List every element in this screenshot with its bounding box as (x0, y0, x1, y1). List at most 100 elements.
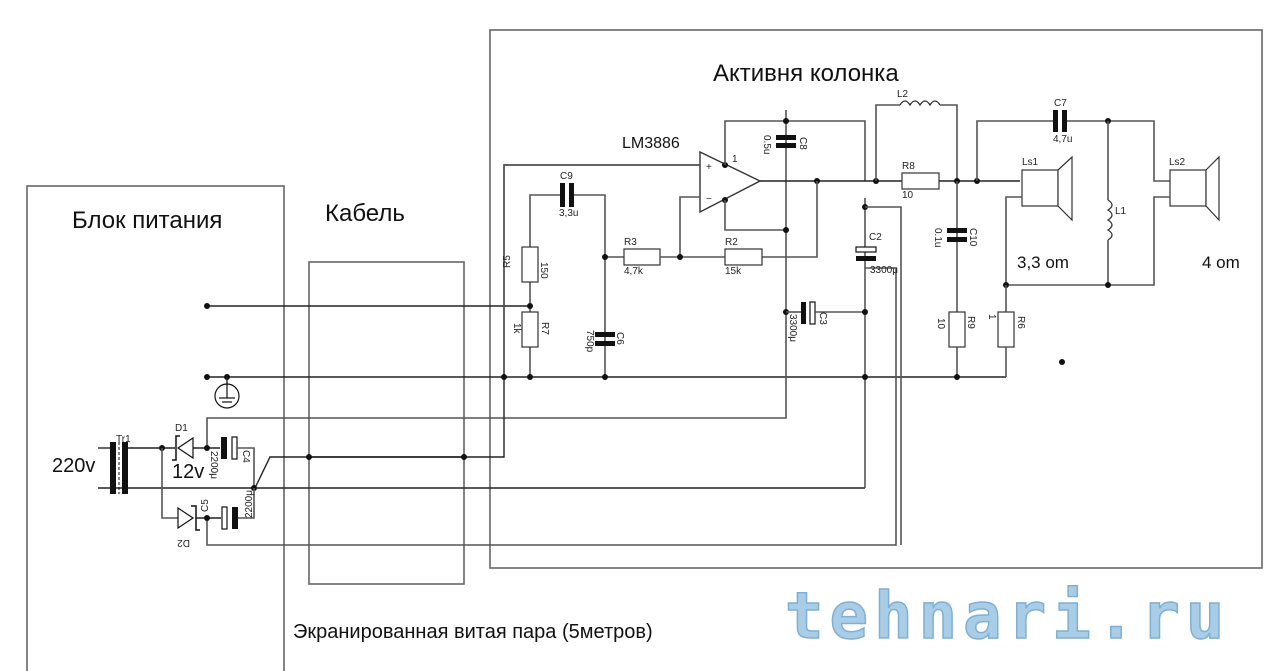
wire (1005, 196, 1022, 285)
junction (204, 445, 210, 451)
c3-value: 3300μ (787, 314, 798, 342)
capacitor-c7-icon (1053, 110, 1067, 132)
input-voltage-label: 220v (52, 455, 95, 477)
inductor-l1-icon (1106, 199, 1113, 241)
capacitor-c3-icon (801, 301, 816, 325)
capacitor-c10-icon (947, 228, 967, 242)
opamp-icon (699, 150, 762, 214)
wire (724, 120, 866, 181)
junction (783, 118, 789, 124)
stray-dot (1059, 359, 1065, 365)
c7-label: C7 (1054, 98, 1067, 109)
c3-label: C3 (817, 312, 828, 325)
capacitor-c2-icon (855, 246, 877, 261)
speaker-ls1-icon (1021, 155, 1073, 222)
junction (527, 374, 533, 380)
junction (783, 227, 789, 233)
resistor-r9 (948, 311, 966, 348)
wire (679, 196, 700, 257)
c8-value: 0.5u (761, 135, 772, 154)
junction (501, 374, 507, 380)
transformer-label: Tr1 (116, 434, 131, 445)
zener-diode-d1-icon (172, 435, 194, 461)
ls2-label: Ls2 (1169, 157, 1186, 168)
junction (602, 374, 608, 380)
wire (503, 164, 700, 377)
c4-label: C4 (240, 450, 251, 463)
wire (724, 200, 786, 231)
shield-wire (254, 164, 700, 489)
watermark: tehnari.ru (785, 580, 1230, 654)
resistor-r5 (521, 246, 539, 283)
c8-label: C8 (797, 137, 808, 150)
c7-value: 4,7u (1053, 134, 1072, 145)
wire (529, 194, 560, 377)
r3-value: 4,7k (624, 266, 644, 277)
r9-label: R9 (965, 316, 976, 329)
wire (976, 120, 1053, 181)
power-supply-box (26, 185, 285, 671)
l2-label: L2 (897, 89, 909, 100)
r5-value: 150 (538, 262, 549, 279)
wire (865, 206, 902, 545)
capacitor-c4-icon (221, 436, 238, 460)
ground-icon (214, 383, 240, 409)
capacitor-c6-icon (595, 332, 615, 346)
zener-voltage-label: 12v (172, 461, 204, 483)
cable-box (308, 261, 465, 585)
inductor-l2-icon (899, 100, 941, 107)
wire (238, 488, 255, 519)
junction (461, 454, 467, 460)
r6-value: 1 (986, 314, 997, 320)
active-speaker-title: Активня колонка (713, 60, 899, 87)
terminal-ground (204, 374, 210, 380)
resistor-r8 (901, 172, 940, 190)
r2-label: R2 (725, 237, 738, 248)
r6-label: R6 (1015, 316, 1026, 329)
c6-label: C6 (614, 332, 625, 345)
opamp-plus: + (706, 162, 712, 173)
ls1-label: Ls1 (1022, 157, 1039, 168)
junction (862, 374, 868, 380)
ls2-impedance: 4 om (1202, 253, 1240, 272)
wire (762, 181, 818, 258)
power-supply-title: Блок питания (72, 207, 222, 234)
r8-value: 10 (902, 190, 914, 201)
junction (677, 254, 683, 260)
c10-value: 0.1u (932, 228, 943, 247)
ls1-impedance: 3,3 om (1017, 253, 1069, 272)
r2-value: 15k (725, 266, 742, 277)
d2-label: D2 (177, 537, 190, 548)
wire (237, 447, 255, 488)
resistor-r7 (521, 311, 539, 348)
positive-supply-wire (206, 110, 787, 448)
capacitor-c8-icon (776, 135, 796, 148)
r8-label: R8 (902, 161, 915, 172)
c2-value: 3300μ (870, 265, 898, 276)
junction (954, 374, 960, 380)
terminal-signal (204, 303, 210, 309)
c9-value: 3,3u (559, 208, 578, 219)
capacitor-c9-icon (560, 183, 574, 207)
c9-label: C9 (560, 171, 573, 182)
resistor-r2 (724, 248, 763, 266)
pin1-label: 1 (732, 154, 738, 165)
negative-supply-wire (206, 267, 897, 546)
junction (204, 515, 210, 521)
resistor-r6 (997, 311, 1015, 348)
r5-label: R5 (502, 255, 513, 268)
d1-label: D1 (175, 423, 188, 434)
c2-label: C2 (869, 232, 882, 243)
junction (527, 303, 533, 309)
chip-label: LM3886 (622, 135, 680, 152)
l1-label: L1 (1115, 206, 1127, 217)
r9-value: 10 (935, 318, 946, 330)
c5-value: 2200μ (244, 490, 255, 518)
resistor-r3 (623, 248, 661, 266)
opamp-minus: − (706, 194, 712, 205)
wire (574, 194, 606, 377)
capacitor-c5-icon (221, 506, 238, 530)
cable-note: Экранированная витая пара (5метров) (293, 621, 653, 643)
wire (940, 104, 958, 181)
